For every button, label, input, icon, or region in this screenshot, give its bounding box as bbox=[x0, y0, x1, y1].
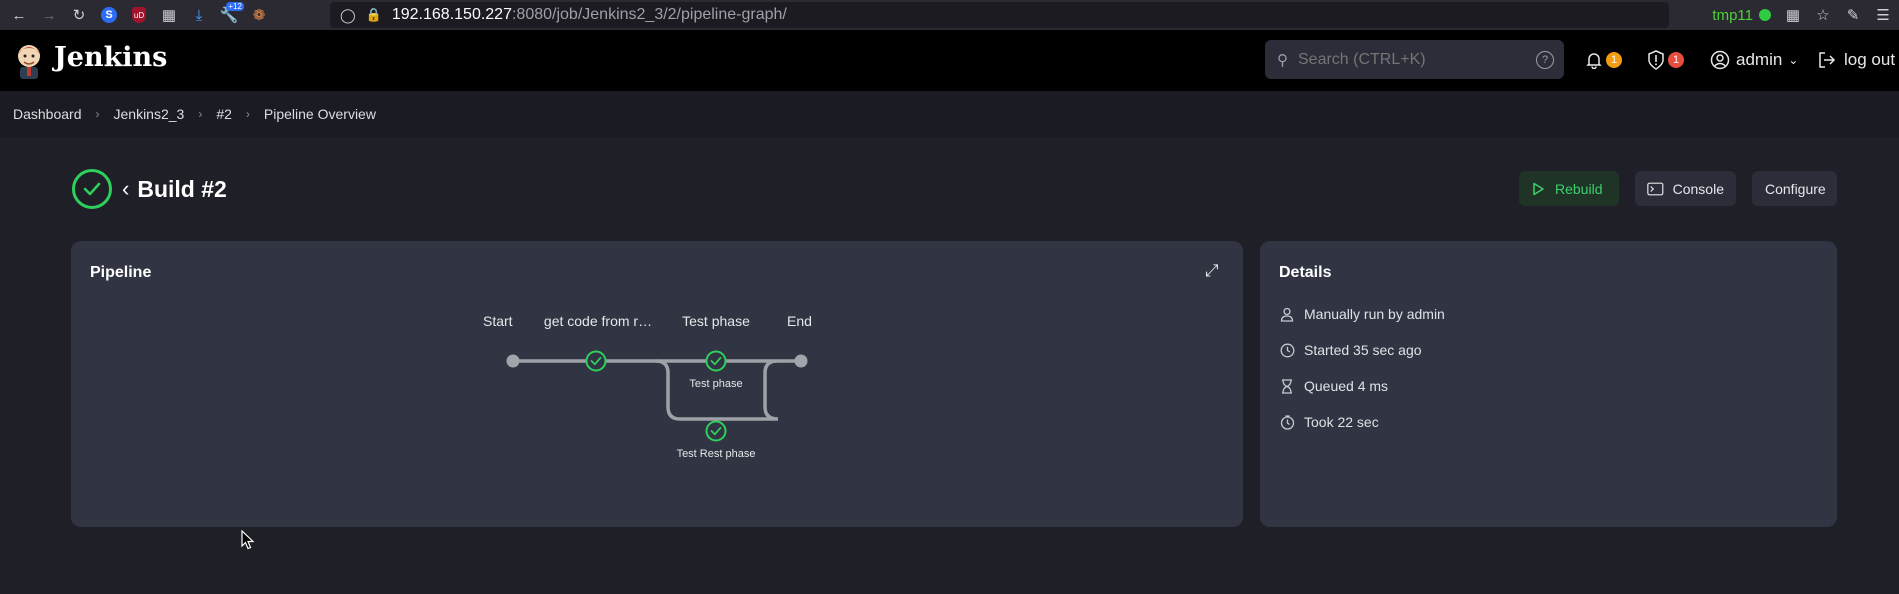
pipeline-graph bbox=[506, 350, 808, 442]
play-icon bbox=[1533, 182, 1544, 195]
ublock-icon[interactable]: uD bbox=[124, 0, 154, 30]
lock-icon: 🔒 bbox=[365, 7, 382, 22]
end-node bbox=[794, 354, 808, 368]
start-node bbox=[506, 354, 520, 368]
expand-icon[interactable]: ⤢ bbox=[1205, 261, 1219, 280]
user-menu[interactable]: admin ⌄ bbox=[1710, 40, 1798, 80]
url-path: :8080/job/Jenkins2_3/2/pipeline-graph/ bbox=[511, 6, 787, 23]
console-label: Console bbox=[1672, 180, 1724, 197]
detail-text: Took 22 sec bbox=[1304, 414, 1379, 430]
tools-extension-icon[interactable]: 🔧+12 bbox=[219, 2, 244, 24]
chevron-down-icon: ⌄ bbox=[1788, 53, 1799, 67]
forward-icon[interactable]: → bbox=[41, 6, 57, 24]
rebuild-button[interactable]: Rebuild bbox=[1519, 171, 1619, 206]
pipeline-title: Pipeline bbox=[90, 264, 152, 281]
extensions-puzzle-icon[interactable]: ✎ bbox=[1846, 7, 1860, 24]
stage-label-end: End bbox=[787, 313, 812, 329]
breadcrumb-build[interactable]: #2 bbox=[216, 106, 232, 122]
back-chevron-icon[interactable]: ‹ bbox=[122, 176, 130, 201]
parallel-label-test-phase: Test phase bbox=[689, 378, 743, 390]
notifications-badge: 1 bbox=[1606, 52, 1622, 68]
back-icon[interactable]: ← bbox=[11, 6, 27, 24]
shield-icon: ◯ bbox=[340, 6, 356, 23]
configure-button[interactable]: Configure bbox=[1752, 171, 1837, 206]
stage-node-test-phase[interactable] bbox=[705, 350, 727, 372]
detail-started: Started 35 sec ago bbox=[1279, 340, 1422, 360]
page-title: Build #2 bbox=[137, 175, 227, 202]
breadcrumb: Dashboard › Jenkins2_3 › #2 › Pipeline O… bbox=[0, 91, 1899, 137]
rebuild-label: Rebuild bbox=[1555, 180, 1603, 197]
stage-label-test-phase: Test phase bbox=[682, 313, 750, 329]
extension-s-icon[interactable]: S bbox=[94, 0, 124, 30]
menu-icon[interactable]: ☰ bbox=[1876, 7, 1890, 24]
pipeline-card: Pipeline ⤢ Start get code from r… Test p… bbox=[71, 241, 1243, 527]
pipeline-line-branch-out bbox=[655, 359, 779, 421]
container-label[interactable]: tmp11 bbox=[1712, 6, 1753, 24]
breadcrumb-job[interactable]: Jenkins2_3 bbox=[113, 106, 185, 122]
hourglass-icon bbox=[1279, 378, 1295, 394]
mouse-cursor-icon bbox=[241, 530, 255, 550]
grid-icon[interactable]: ▦ bbox=[1785, 7, 1801, 24]
detail-duration: Took 22 sec bbox=[1279, 412, 1379, 432]
search-icon: ⚲ bbox=[1277, 51, 1288, 69]
search-box[interactable]: ⚲ ? bbox=[1265, 40, 1564, 79]
stage-node-get-code[interactable] bbox=[585, 350, 607, 372]
detail-text: Manually run by admin bbox=[1304, 306, 1445, 322]
pipeline-line-branch-in bbox=[763, 359, 778, 407]
success-status-icon bbox=[72, 169, 112, 209]
url-bar[interactable]: ◯ 🔒 192.168.150.227:8080/job/Jenkins2_3/… bbox=[330, 2, 1669, 28]
search-input[interactable] bbox=[1296, 49, 1520, 70]
reload-icon[interactable]: ↻ bbox=[72, 7, 86, 24]
logout-icon bbox=[1819, 52, 1836, 68]
brand-name[interactable]: Jenkins bbox=[54, 42, 168, 73]
stage-label-get-code: get code from r… bbox=[543, 313, 653, 329]
stage-label-start: Start bbox=[483, 313, 513, 329]
detail-text: Started 35 sec ago bbox=[1304, 342, 1422, 358]
download-icon[interactable]: ⤓ bbox=[195, 6, 203, 24]
browser-toolbar: ← → ↻ S uD ▦ ⤓ 🔧+12 ❁ ◯ 🔒 192.168.150.22… bbox=[0, 0, 1899, 30]
status-dot bbox=[1759, 9, 1771, 21]
cookie-icon[interactable]: ❁ bbox=[252, 7, 266, 24]
terminal-icon bbox=[1647, 182, 1664, 195]
detail-queued: Queued 4 ms bbox=[1279, 376, 1388, 396]
user-name: admin bbox=[1736, 50, 1783, 69]
extensions-grid-icon[interactable]: ▦ bbox=[161, 7, 177, 24]
breadcrumb-pipeline-overview[interactable]: Pipeline Overview bbox=[263, 106, 376, 122]
build-header: ‹ Build #2 bbox=[72, 167, 227, 211]
shield-alert-icon bbox=[1648, 50, 1664, 70]
extension-badge: +12 bbox=[226, 2, 244, 11]
bell-icon bbox=[1586, 53, 1602, 69]
security-badge: 1 bbox=[1668, 52, 1684, 68]
timer-icon bbox=[1279, 414, 1295, 430]
configure-label: Configure bbox=[1765, 180, 1826, 197]
console-button[interactable]: Console bbox=[1635, 171, 1736, 206]
breadcrumb-dashboard[interactable]: Dashboard bbox=[13, 106, 82, 122]
details-title: Details bbox=[1279, 264, 1332, 281]
detail-text: Queued 4 ms bbox=[1304, 378, 1389, 394]
security-button[interactable]: 1 bbox=[1647, 40, 1684, 80]
breadcrumb-chevron-icon: › bbox=[198, 107, 203, 121]
user-avatar-icon bbox=[1710, 50, 1730, 70]
logout-label: log out bbox=[1844, 50, 1896, 69]
help-icon[interactable]: ? bbox=[1536, 50, 1554, 69]
parallel-label-test-rest-phase: Test Rest phase bbox=[676, 448, 756, 460]
details-card: Details Manually run by admin Started 35… bbox=[1260, 241, 1837, 527]
stage-node-test-rest-phase[interactable] bbox=[705, 420, 727, 442]
breadcrumb-chevron-icon: › bbox=[245, 107, 250, 121]
jenkins-header: Jenkins ⚲ ? 1 1 admin ⌄ log out bbox=[0, 30, 1899, 91]
clock-icon bbox=[1279, 342, 1295, 358]
bookmark-star-icon[interactable]: ☆ bbox=[1816, 7, 1830, 24]
user-icon bbox=[1279, 306, 1295, 322]
notifications-button[interactable]: 1 bbox=[1585, 40, 1622, 80]
url-host: 192.168.150.227 bbox=[391, 6, 512, 23]
jenkins-logo-icon[interactable] bbox=[13, 42, 45, 80]
logout-link[interactable]: log out bbox=[1817, 40, 1895, 80]
detail-started-by: Manually run by admin bbox=[1279, 304, 1445, 324]
breadcrumb-chevron-icon: › bbox=[95, 107, 100, 121]
